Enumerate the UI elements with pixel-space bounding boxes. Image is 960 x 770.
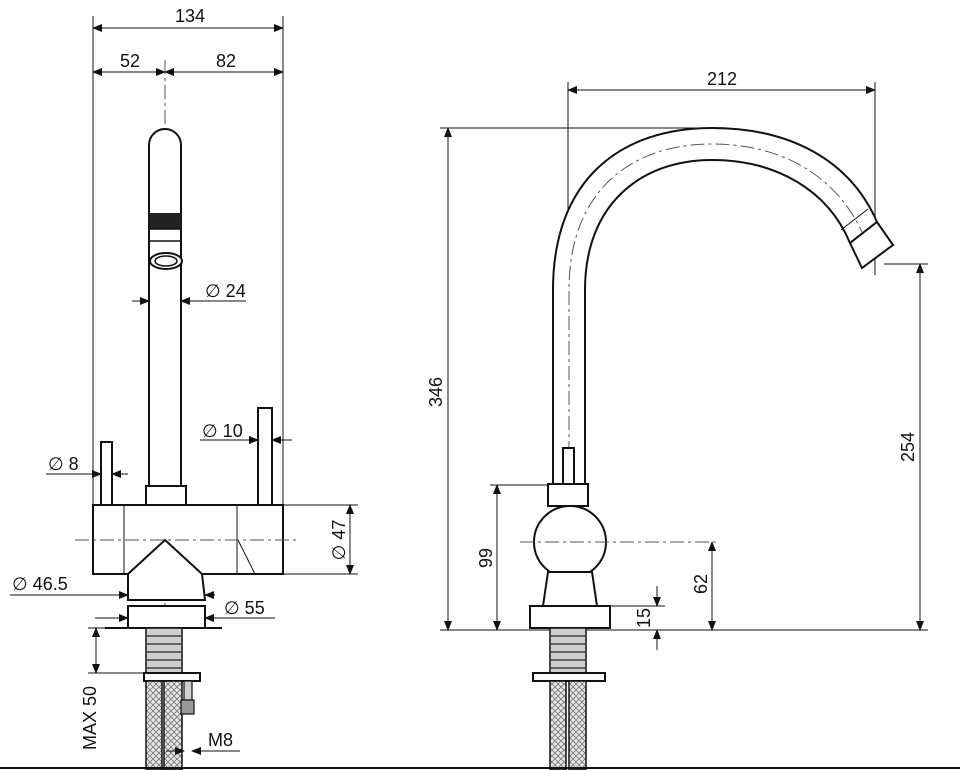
gooseneck-spout xyxy=(552,126,879,491)
dim-hot-lever-diameter-label: ∅ 10 xyxy=(202,421,243,441)
side-hose-left xyxy=(549,680,567,770)
supply-hose-left xyxy=(145,680,163,770)
dim-lever-height-label: 99 xyxy=(476,548,496,568)
aerator-ring xyxy=(148,228,182,242)
spout-centerline-side xyxy=(568,143,863,480)
side-neck xyxy=(541,571,599,607)
thread-lines xyxy=(146,635,182,669)
right-lever xyxy=(257,407,273,509)
dim-spout-diameter-label: ∅ 24 xyxy=(205,281,246,301)
side-clamp-plate xyxy=(532,672,606,682)
front-view: 134 52 82 ∅ 24 ∅ 10 ∅ 8 xyxy=(10,6,358,770)
aerator-outlet-inner xyxy=(154,255,178,267)
side-base-plate xyxy=(529,605,611,629)
body-shadow-line xyxy=(237,539,256,575)
aerator-band xyxy=(149,213,181,229)
dim-total-height-label: 346 xyxy=(426,377,446,407)
side-collar xyxy=(547,483,589,507)
dim-thread-label: M8 xyxy=(208,730,233,750)
m8-nut xyxy=(180,699,195,715)
side-hose-right xyxy=(568,680,587,770)
dim-right-offset-label: 82 xyxy=(216,51,236,71)
dim-cold-lever-diameter-label: ∅ 8 xyxy=(48,454,79,474)
supply-hose-right xyxy=(163,680,183,770)
aerator-band-line xyxy=(840,208,869,231)
dim-reach-label: 212 xyxy=(707,69,737,89)
dim-base-diameter-label: ∅ 55 xyxy=(224,598,265,618)
dim-body-center-label: 62 xyxy=(691,574,711,594)
dim-total-width-label: 134 xyxy=(175,6,205,26)
side-thread-lines xyxy=(550,635,586,669)
dim-collar-diameter-label: ∅ 46.5 xyxy=(12,574,68,594)
spout-tube xyxy=(148,128,182,487)
spout-collar xyxy=(145,485,187,507)
dim-max-worktop-label: MAX 50 xyxy=(80,686,100,750)
dim-base-height-label: 15 xyxy=(634,608,654,628)
side-view: 212 346 254 99 62 15 xyxy=(426,69,928,770)
aerator-tip xyxy=(848,220,895,270)
dim-body-diameter-label: ∅ 47 xyxy=(329,520,349,561)
left-lever xyxy=(100,441,113,509)
clamp-plate xyxy=(143,672,201,682)
dim-spout-height-label: 254 xyxy=(898,432,918,462)
dim-left-offset-label: 52 xyxy=(120,51,140,71)
base-plate xyxy=(127,605,206,629)
